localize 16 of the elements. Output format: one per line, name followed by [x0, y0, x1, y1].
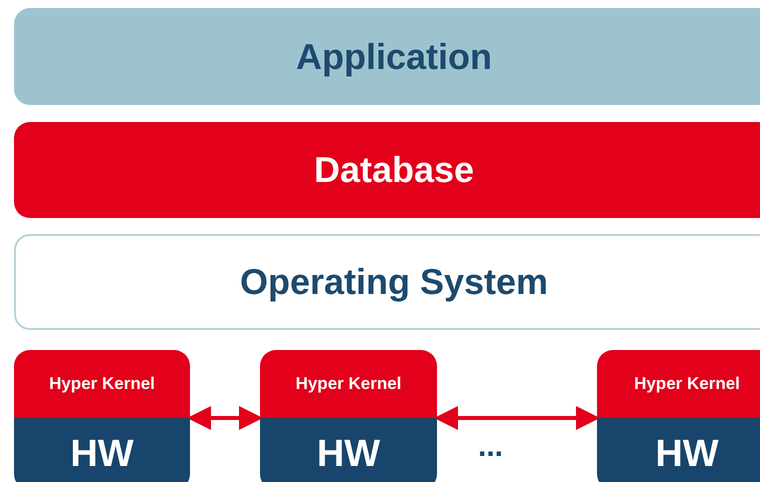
hardware-section: HW [597, 418, 760, 482]
hyper-kernel-section: Hyper Kernel [597, 350, 760, 418]
hardware-section: HW [260, 418, 437, 482]
application-layer [14, 8, 760, 105]
hardware-node-block [14, 350, 190, 482]
layer-title: Application [296, 36, 492, 78]
hardware-section: HW [14, 418, 190, 482]
hyper-kernel-section: Hyper Kernel [14, 350, 190, 418]
layer-title: Database [314, 149, 474, 191]
operating-system-layer [14, 234, 760, 330]
layer-title: Operating System [240, 261, 548, 303]
hyper-kernel-section: Hyper Kernel [260, 350, 437, 418]
hardware-node-block [597, 350, 760, 482]
database-layer [14, 122, 760, 218]
hardware-node-block [260, 350, 437, 482]
ellipsis-text: ... [478, 430, 504, 464]
